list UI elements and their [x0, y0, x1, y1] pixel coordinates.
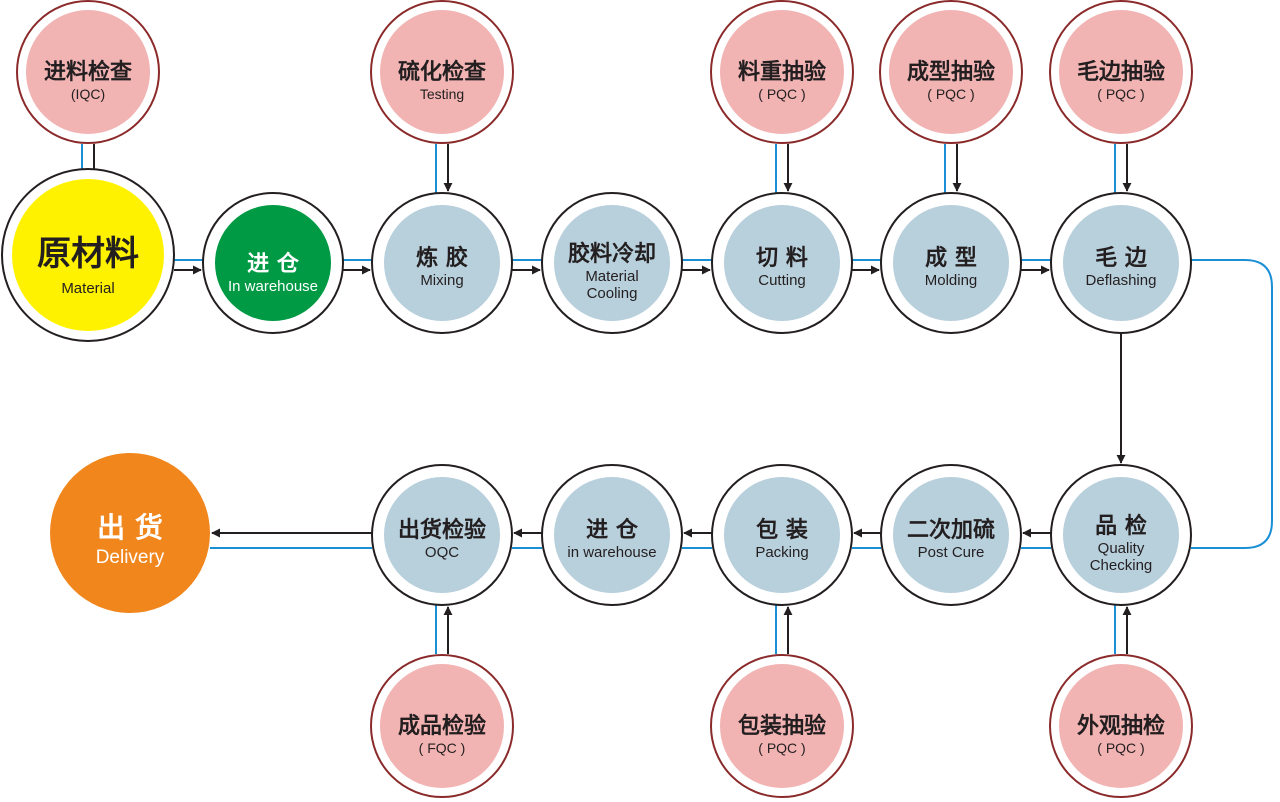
step-disc: [50, 453, 210, 613]
step-delivery[interactable]: 出 货 Delivery: [50, 453, 210, 613]
flow-loop-line: [1191, 259, 1273, 549]
step-disc: [724, 205, 840, 321]
connectors: [81, 144, 1273, 654]
step-disc: [724, 477, 840, 593]
inspection-label-en: ( PQC ): [758, 740, 805, 756]
step-label-en: Cutting: [758, 272, 806, 289]
step-label-zh: 二次加硫: [907, 517, 995, 543]
inspection-label-en: ( PQC ): [1097, 740, 1144, 756]
step-label-en: Material: [585, 268, 638, 285]
step-label-en: Quality: [1098, 540, 1145, 557]
step-disc: [893, 477, 1009, 593]
inspection-pqc-molding[interactable]: 成型抽验( PQC ): [879, 0, 1023, 144]
step-disc: [384, 205, 500, 321]
inspection-fqc[interactable]: 成品检验( FQC ): [370, 654, 514, 798]
inspection-label-zh: 成型抽验: [907, 59, 995, 85]
inspection-disc: [380, 10, 504, 134]
inspection-disc: [1059, 10, 1183, 134]
step-label-en: In warehouse: [228, 278, 318, 295]
inspection-label-zh: 毛边抽验: [1077, 59, 1165, 85]
inspection-disc: [720, 10, 844, 134]
inspection-label-en: ( PQC ): [758, 86, 805, 102]
step-label-en: Deflashing: [1086, 272, 1157, 289]
step-label-zh: 出货检验: [398, 517, 486, 543]
inspection-iqc[interactable]: 进料检查(IQC): [16, 0, 160, 144]
inspection-pqc-appearance[interactable]: 外观抽检( PQC ): [1049, 654, 1193, 798]
inspection-label-zh: 成品检验: [398, 713, 486, 739]
inspection-disc: [1059, 664, 1183, 788]
inspection-label-en: ( FQC ): [419, 740, 466, 756]
step-label-zh: 成 型: [925, 246, 977, 271]
step-in-warehouse-2[interactable]: 进 仓in warehouse: [541, 464, 683, 606]
inspection-disc: [26, 10, 150, 134]
step-label-zh: 进 仓: [586, 517, 639, 543]
step-disc: [893, 205, 1009, 321]
step-material[interactable]: 原材料 Material: [1, 168, 175, 342]
inspection-label-zh: 包装抽验: [738, 713, 826, 739]
step-label-en: Mixing: [420, 272, 463, 289]
step-disc: [554, 205, 670, 321]
inspection-pqc-deflashing[interactable]: 毛边抽验( PQC ): [1049, 0, 1193, 144]
inspection-label-en: (IQC): [71, 86, 105, 102]
step-disc: [215, 205, 331, 321]
step-disc: [1063, 205, 1179, 321]
inspection-disc: [720, 664, 844, 788]
step-label-en: OQC: [425, 544, 459, 561]
inspection-label-zh: 料重抽验: [738, 59, 826, 85]
inspection-pqc-packing[interactable]: 包装抽验( PQC ): [710, 654, 854, 798]
inspection-label-zh: 外观抽检: [1077, 713, 1165, 739]
step-label-en: Packing: [755, 544, 808, 561]
step-label-en: in warehouse: [567, 544, 656, 561]
step-label-zh: 品 检: [1095, 513, 1147, 539]
step-label-en-2: Cooling: [587, 285, 638, 302]
inspection-disc: [380, 664, 504, 788]
inspection-disc: [889, 10, 1013, 134]
step-disc: [384, 477, 500, 593]
step-disc: [12, 179, 164, 331]
step-label-zh: 出 货: [97, 511, 163, 544]
inspection-label-zh: 进料检查: [44, 59, 132, 85]
step-label-zh: 切 料: [756, 246, 808, 271]
step-label-zh: 毛 边: [1095, 246, 1148, 271]
inspection-label-zh: 硫化检查: [398, 59, 486, 85]
inspection-pqc-cutting[interactable]: 料重抽验( PQC ): [710, 0, 854, 144]
step-in-warehouse[interactable]: 进 仓In warehouse: [202, 192, 344, 334]
step-disc: [554, 477, 670, 593]
step-label-en: Molding: [925, 272, 978, 289]
step-disc: [1063, 477, 1179, 593]
step-label-zh: 炼 胶: [416, 245, 468, 271]
step-label-en: Post Cure: [918, 544, 985, 561]
step-label-zh: 胶料冷却: [568, 241, 656, 267]
step-label-zh: 包 装: [756, 517, 808, 543]
step-label-en-2: Checking: [1090, 557, 1153, 574]
step-label-en: Material: [61, 280, 114, 297]
step-label-zh: 原材料: [37, 234, 139, 274]
inspection-label-en: ( PQC ): [927, 86, 974, 102]
step-label-zh: 进 仓: [247, 251, 300, 277]
inspection-label-en: Testing: [420, 86, 464, 102]
inspection-label-en: ( PQC ): [1097, 86, 1144, 102]
step-label-en: Delivery: [96, 547, 165, 568]
